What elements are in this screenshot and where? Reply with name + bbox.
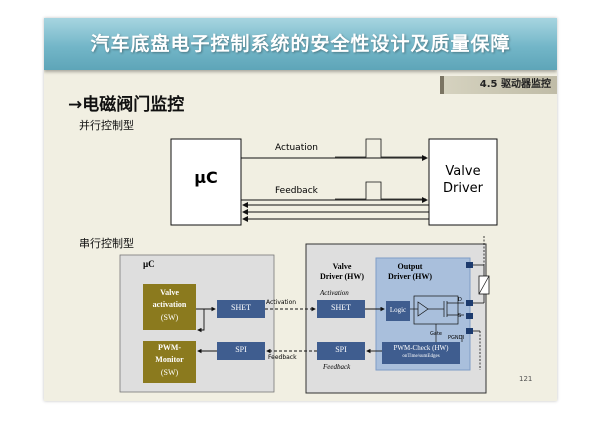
- valve-activation-line2: activation: [152, 300, 187, 309]
- pwm-monitor-line2: Monitor: [155, 355, 184, 364]
- slide: 汽车底盘电子控制系统的安全性设计及质量保障 4.5 驱动器监控 →电磁阀门监控 …: [44, 18, 557, 401]
- feedback-italic: Feedback: [323, 363, 351, 371]
- valve-driver-box: [428, 138, 498, 226]
- shet-left-block: [217, 300, 265, 318]
- pwm-check-label: PWM-Check (HW): [393, 344, 449, 352]
- va-loop: [197, 309, 205, 333]
- pin-label-gate: Gate: [430, 331, 442, 337]
- pin-label-pgndi: PGNDI: [448, 335, 464, 341]
- spi-right-block: [317, 342, 365, 360]
- serial-control-label: 串行控制型: [79, 237, 134, 250]
- valve-activation-block: [143, 284, 196, 330]
- pwm-check-block: [382, 342, 460, 364]
- pwm-monitor-block: [143, 341, 196, 383]
- feedback-label: Feedback: [275, 186, 318, 196]
- page-number: 121: [519, 375, 533, 383]
- slide-title: 汽车底盘电子控制系统的安全性设计及质量保障: [90, 33, 511, 55]
- logic-label: Logic: [389, 306, 407, 314]
- pwm-monitor-line1: PWM-: [157, 343, 182, 352]
- title-bar: [44, 18, 557, 70]
- valve-driver-line2: Driver: [442, 181, 483, 196]
- valve-activation-line1: Valve: [160, 288, 179, 297]
- output-driver-line1: Output: [397, 262, 423, 271]
- actuation-label: Actuation: [275, 143, 318, 153]
- slide-heading: →电磁阀门监控: [68, 95, 185, 115]
- valve-driver-line1: Valve: [445, 164, 481, 179]
- parallel-control-label: 并行控制型: [79, 119, 134, 132]
- parallel-uc-label: µC: [194, 168, 218, 187]
- logic-block: [386, 301, 410, 321]
- serial-diagram: [119, 236, 490, 394]
- valve-driver-hw-line1: Valve: [332, 262, 352, 271]
- shet-right-label: SHET: [331, 303, 351, 312]
- pwm-check-sublabel: onTime/sumEdges: [402, 354, 440, 359]
- coil-diagonal: [478, 275, 490, 295]
- pin-label-d: D: [458, 297, 462, 303]
- pin-2: [466, 300, 473, 306]
- feedback-arrow-label: Feedback: [268, 354, 297, 361]
- output-driver-line2: Driver (HW): [387, 272, 433, 281]
- pin-1: [466, 262, 473, 268]
- spi-right-label: SPI: [335, 345, 347, 354]
- actuation-pulse: [335, 138, 426, 158]
- valve-driver-hw-line2: Driver (HW): [319, 272, 365, 281]
- activation-arrow-label: Activation: [266, 299, 297, 306]
- pin-4: [466, 328, 473, 334]
- feedback-pulse: [335, 181, 426, 200]
- pin-3: [466, 313, 473, 319]
- spi-left-label: SPI: [235, 345, 247, 354]
- uc-box: [170, 138, 242, 226]
- spi-left-block: [217, 342, 265, 360]
- section-tag-label: 4.5 驱动器监控: [479, 79, 551, 90]
- parallel-diagram: [170, 138, 498, 226]
- valve-activation-line3: (SW): [160, 313, 179, 322]
- uc-panel-title: µC: [143, 259, 155, 269]
- shet-right-block: [317, 300, 365, 318]
- pin-label-s: S: [458, 313, 462, 319]
- section-tag: 4.5 驱动器监控: [440, 76, 557, 94]
- activation-italic: Activation: [320, 289, 349, 297]
- shet-left-label: SHET: [231, 303, 251, 312]
- pwm-monitor-line3: (SW): [160, 368, 179, 377]
